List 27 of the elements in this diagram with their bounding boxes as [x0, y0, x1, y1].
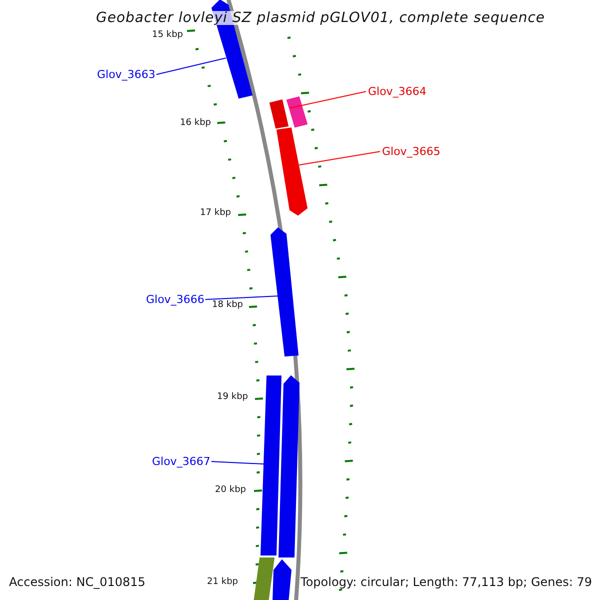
gene-block	[286, 96, 308, 128]
gene-block	[269, 99, 289, 129]
summary-text: Topology: circular; Length: 77,113 bp; Genes: 79	[300, 576, 592, 588]
leader-line	[290, 91, 366, 108]
scale-label: 20 kbp	[215, 486, 246, 495]
gene-label: Glov_3664	[368, 86, 426, 97]
leader-line	[298, 151, 380, 166]
gene-block	[253, 558, 275, 600]
scale-label: 18 kbp	[212, 301, 243, 310]
gene-label: Glov_3663	[97, 69, 156, 80]
scale-label: 21 kbp	[207, 578, 238, 587]
scale-label: 15 kbp	[152, 31, 183, 40]
leader-line	[156, 58, 226, 75]
scale-label: 17 kbp	[200, 209, 231, 218]
gene-block	[272, 559, 292, 600]
gene-block	[260, 376, 282, 556]
scale-label: 16 kbp	[180, 119, 211, 128]
scale-label: 19 kbp	[217, 393, 248, 402]
title: Geobacter lovleyi SZ plasmid pGLOV01, complete sequence	[96, 11, 546, 25]
gene-label: Glov_3666	[146, 294, 204, 305]
gene-label: Glov_3665	[382, 146, 440, 157]
gene-block	[276, 127, 308, 216]
leader-line	[210, 461, 264, 464]
leader-line	[204, 296, 278, 300]
gene-block	[270, 227, 299, 357]
accession-text: Accession: NC_010815	[9, 576, 146, 588]
gene-label: Glov_3667	[152, 456, 210, 467]
